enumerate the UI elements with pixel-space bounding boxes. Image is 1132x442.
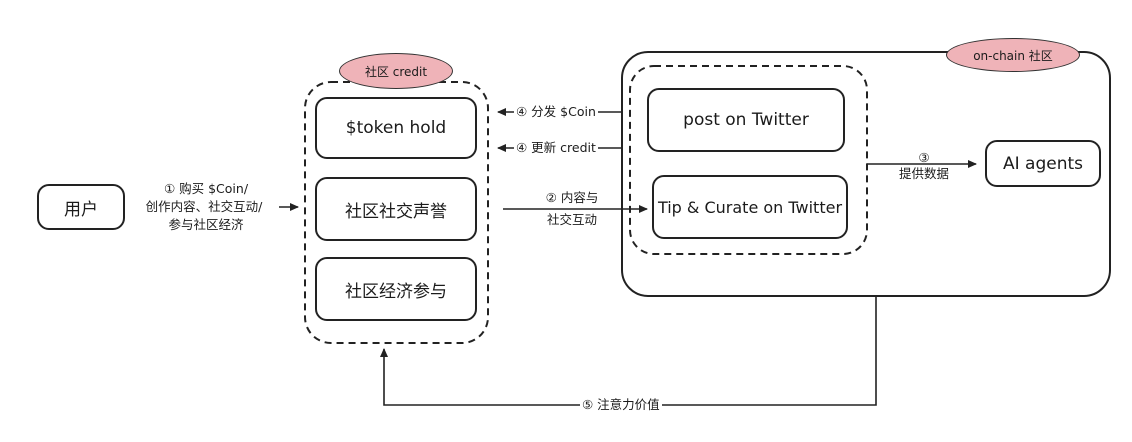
user-node: 用户 (37, 184, 125, 230)
onchain-community-label: on-chain 社区 (946, 38, 1080, 72)
ai-agents-node: AI agents (985, 140, 1101, 187)
content-label-line1: ② 内容与 (545, 190, 599, 205)
buy-label-line2: 创作内容、社交互动/ (145, 199, 263, 214)
economy-participation-node: 社区经济参与 (315, 257, 477, 321)
token-hold-node: $token hold (315, 97, 477, 159)
twitter-group-border (629, 65, 868, 255)
community-credit-label: 社区 credit (339, 53, 453, 89)
provide-data-label-line1: ③ (918, 150, 930, 165)
tip-curate-node: Tip & Curate on Twitter (652, 175, 848, 239)
distribute-label: ④ 分发 $Coin (514, 104, 598, 120)
attention-value-label: ⑤ 注意力价值 (580, 397, 662, 413)
buy-label-line1: ① 购买 $Coin/ (163, 181, 249, 196)
update-credit-label: ④ 更新 credit (514, 140, 598, 156)
buy-label-line3: 参与社区经济 (168, 217, 244, 232)
content-label-line2: 社交互动 (546, 212, 597, 227)
provide-data-label-line2: 提供数据 (898, 166, 949, 181)
onchain-group-border (621, 51, 1111, 297)
social-reputation-node: 社区社交声誉 (315, 177, 477, 241)
post-twitter-node: post on Twitter (647, 88, 845, 152)
